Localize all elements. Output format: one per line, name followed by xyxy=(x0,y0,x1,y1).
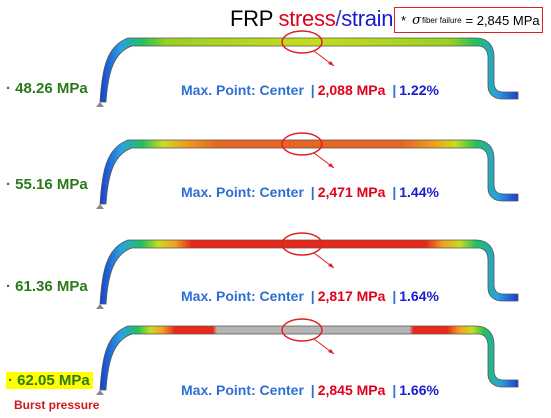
divider-3b: | xyxy=(392,288,397,304)
stress-value-1: 2,088 MPa xyxy=(317,82,386,98)
arrow-head-2 xyxy=(328,163,334,168)
title-word-frp: FRP xyxy=(230,6,273,31)
stress-value-4: 2,845 MPa xyxy=(317,382,386,398)
pressure-label-4: · 62.05 MPa xyxy=(6,372,93,389)
strain-value-4: 1.66% xyxy=(399,382,439,398)
max-point-circle-1 xyxy=(281,30,323,54)
stress-value-2: 2,471 MPa xyxy=(317,184,386,200)
arrow-head-1 xyxy=(328,61,334,66)
title-separator: / xyxy=(335,6,342,31)
result-row-4: · 62.05 MPa Burst pressure Max. Point: C… xyxy=(0,318,551,418)
base-2 xyxy=(96,204,104,209)
base-1 xyxy=(96,102,104,107)
max-point-label-2: Max. Point: Center xyxy=(181,184,304,200)
max-point-circle-3 xyxy=(281,232,323,256)
note-value: = 2,845 MPa xyxy=(465,12,540,28)
note-subscript: fiber failure xyxy=(421,15,462,25)
result-row-1: · 48.26 MPa Max. Point: Center |2,088 MP… xyxy=(0,30,551,130)
note-asterisk: * xyxy=(401,12,407,28)
burst-pressure-label: Burst pressure xyxy=(14,398,100,412)
stress-contour-shape-1 xyxy=(96,30,519,107)
contour-2 xyxy=(99,139,519,205)
base-3 xyxy=(96,304,104,309)
stress-contour-shape-3 xyxy=(96,232,519,309)
max-point-label-1: Max. Point: Center xyxy=(181,82,304,98)
divider-3a: | xyxy=(310,288,315,304)
chart-title: FRP stress/strain xyxy=(230,6,394,32)
max-point-text-3: Max. Point: Center |2,817 MPa |1.64% xyxy=(181,288,439,304)
divider-2a: | xyxy=(310,184,315,200)
max-point-label-3: Max. Point: Center xyxy=(181,288,304,304)
base-4 xyxy=(96,390,104,395)
contour-4 xyxy=(99,325,519,391)
stress-contour-shape-2 xyxy=(96,132,519,209)
stress-contour-shape-4 xyxy=(96,318,519,395)
strain-value-2: 1.44% xyxy=(399,184,439,200)
max-point-text-1: Max. Point: Center |2,088 MPa |1.22% xyxy=(181,82,439,98)
contour-3 xyxy=(99,239,519,305)
max-point-text-2: Max. Point: Center |2,471 MPa |1.44% xyxy=(181,184,439,200)
result-row-3: · 61.36 MPa Max. Point: Center |2,817 MP… xyxy=(0,232,551,332)
max-point-circle-2 xyxy=(281,132,323,156)
stress-value-3: 2,817 MPa xyxy=(317,288,386,304)
contour-1 xyxy=(99,37,519,103)
divider-2b: | xyxy=(392,184,397,200)
pressure-label-3: · 61.36 MPa xyxy=(6,278,88,295)
max-point-circle-4 xyxy=(281,318,323,342)
strain-value-3: 1.64% xyxy=(399,288,439,304)
title-word-stress: stress xyxy=(278,6,336,31)
max-point-label-4: Max. Point: Center xyxy=(181,382,304,398)
arrow-head-3 xyxy=(328,263,334,268)
strain-value-1: 1.22% xyxy=(399,82,439,98)
title-word-strain: strain xyxy=(341,6,394,31)
arrow-head-4 xyxy=(328,349,334,354)
pressure-label-2: · 55.16 MPa xyxy=(6,176,88,193)
sigma-symbol: σ xyxy=(412,12,421,28)
pressure-label-1: · 48.26 MPa xyxy=(6,80,88,97)
divider-1a: | xyxy=(310,82,315,98)
divider-4b: | xyxy=(392,382,397,398)
max-point-text-4: Max. Point: Center |2,845 MPa |1.66% xyxy=(181,382,439,398)
result-row-2: · 55.16 MPa Max. Point: Center |2,471 MP… xyxy=(0,132,551,232)
divider-4a: | xyxy=(310,382,315,398)
divider-1b: | xyxy=(392,82,397,98)
